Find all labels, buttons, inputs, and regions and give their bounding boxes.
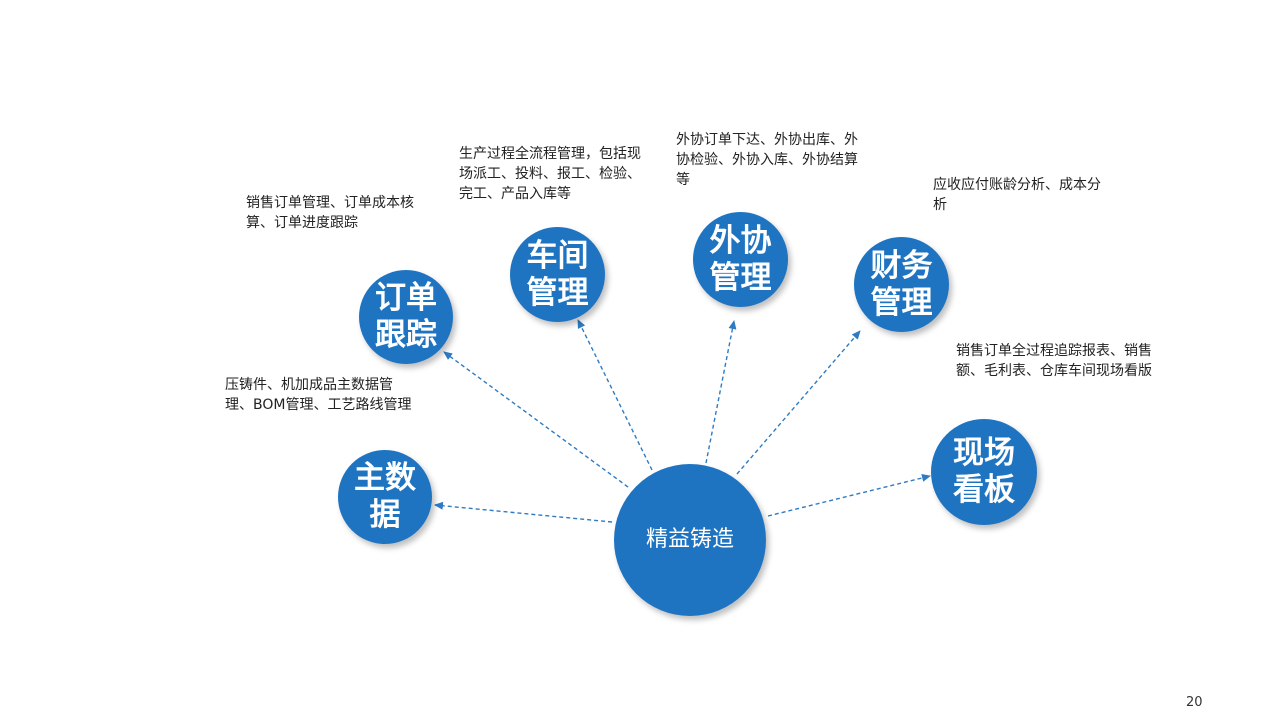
- node-workshop-management: 车间管理: [510, 227, 605, 322]
- connector-master-data: [434, 501, 613, 523]
- connector-outsourcing-management: [705, 320, 737, 464]
- desc-site-kanban: 销售订单全过程追踪报表、销售额、毛利表、仓库车间现场看版: [956, 343, 1152, 379]
- connector-finance-management: [736, 330, 861, 475]
- desc-finance-management: 应收应付账龄分析、成本分析: [933, 177, 1101, 213]
- connector-order-tracking: [443, 351, 629, 488]
- page-number: 20: [1186, 695, 1203, 710]
- node-site-kanban-label: 现场看板: [953, 435, 1015, 508]
- center-node-label: 精益铸造: [645, 527, 734, 552]
- node-site-kanban: 现场看板: [931, 419, 1037, 525]
- desc-master-data: 压铸件、机加成品主数据管理、BOM管理、工艺路线管理: [225, 377, 412, 413]
- desc-order-tracking: 销售订单管理、订单成本核算、订单进度跟踪: [246, 195, 414, 231]
- node-finance-management: 财务管理: [854, 237, 949, 332]
- center-node: 精益铸造: [614, 464, 766, 616]
- node-outsourcing-management: 外协管理: [693, 212, 788, 307]
- connector-workshop-management: [577, 319, 653, 471]
- node-workshop-management-label: 车间管理: [526, 237, 589, 311]
- node-outsourcing-management-label: 外协管理: [709, 222, 772, 296]
- node-finance-management-label: 财务管理: [870, 247, 933, 321]
- desc-outsourcing-management: 外协订单下达、外协出库、外协检验、外协入库、外协结算等: [676, 132, 858, 188]
- node-master-data-label: 主数据: [354, 460, 416, 533]
- node-order-tracking: 订单跟踪: [359, 270, 453, 364]
- node-order-tracking-label: 订单跟踪: [375, 280, 437, 353]
- desc-workshop-management: 生产过程全流程管理，包括现场派工、投料、报工、检验、完工、产品入库等: [459, 146, 641, 202]
- node-master-data: 主数据: [338, 450, 432, 544]
- connector-site-kanban: [767, 474, 931, 517]
